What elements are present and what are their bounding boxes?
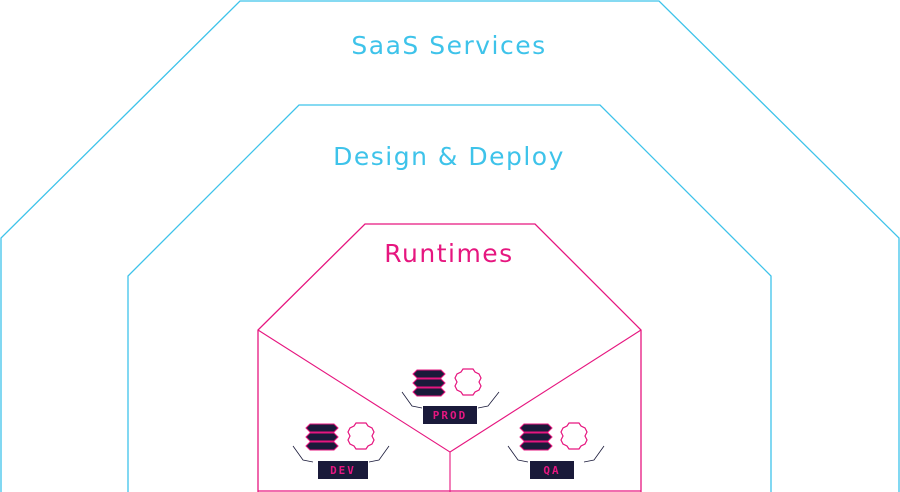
- env-prod-label: PROD: [433, 409, 468, 422]
- env-qa-tag: QA: [530, 461, 574, 479]
- env-dev-label: DEV: [330, 464, 356, 477]
- bracket-right: [477, 391, 500, 409]
- bracket-left: [292, 445, 314, 463]
- bracket-right: [368, 445, 390, 463]
- bracket-left: [507, 445, 529, 463]
- gear-icon: [347, 422, 375, 450]
- gear-icon: [454, 368, 482, 396]
- runtimes-layer: [257, 223, 642, 492]
- bracket-right: [583, 445, 605, 463]
- gear-icon: [560, 422, 588, 450]
- database-stack-icon: [519, 423, 553, 451]
- env-qa-label: QA: [543, 464, 560, 477]
- env-qa: [507, 422, 605, 463]
- runtimes-title: Runtimes: [384, 239, 513, 268]
- env-dev-tag: DEV: [318, 461, 368, 479]
- env-prod: [401, 368, 500, 409]
- bracket-left: [401, 391, 423, 409]
- runtime-divider-right: [449, 329, 642, 453]
- database-stack-icon: [412, 369, 446, 397]
- design-deploy-title: Design & Deploy: [333, 142, 565, 171]
- env-dev: [292, 422, 390, 463]
- design-deploy-layer: [127, 104, 772, 492]
- database-stack-icon: [305, 423, 339, 451]
- env-prod-tag: PROD: [423, 406, 477, 424]
- saas-services-title: SaaS Services: [351, 31, 546, 60]
